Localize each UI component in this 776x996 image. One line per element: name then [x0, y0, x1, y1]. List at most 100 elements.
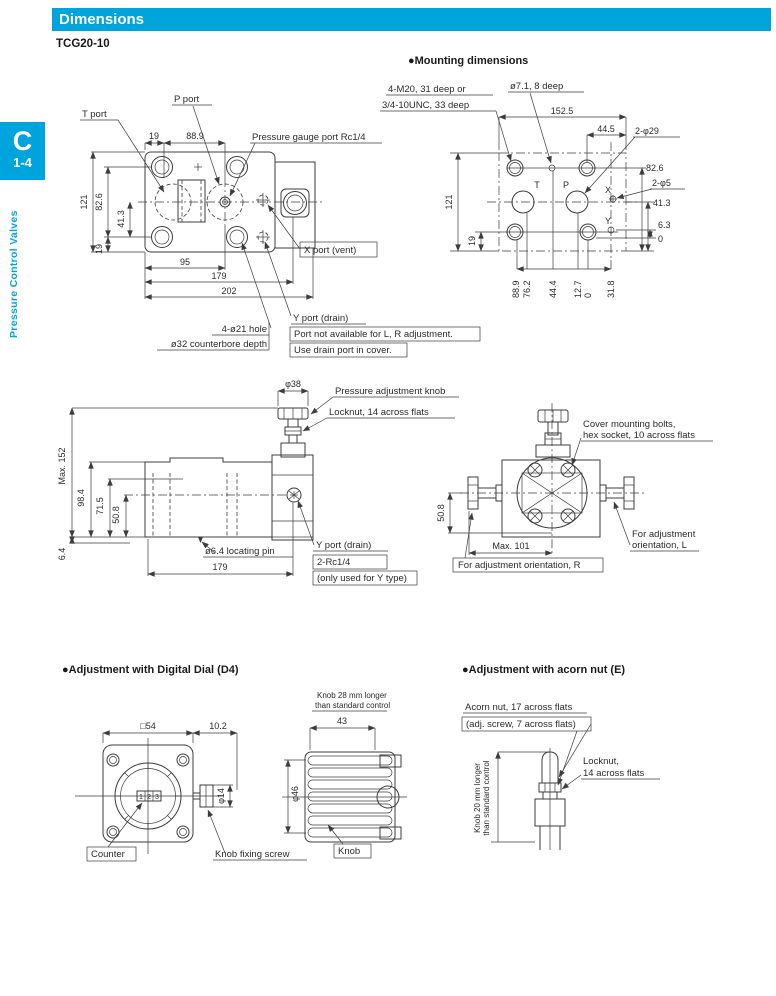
- knob-note2: than standard control: [315, 701, 390, 710]
- mount-dimensions: 152.5 44.5 2-φ29 82.6 2-φ5 41.3 6.3 0: [444, 106, 685, 298]
- plan-dimensions: 19 88.9 121 82.6 41.3 19 95 179 202: [79, 131, 314, 300]
- end-view-drawing: 50.8 Max. 101 Cover mounting bolts, hex …: [436, 403, 713, 573]
- port-p-letter: P: [563, 180, 569, 190]
- plan-outline: [138, 151, 322, 253]
- y-note1-label: Port not available for L, R adjustment.: [294, 329, 453, 340]
- dim-121: 121: [79, 194, 89, 209]
- bolt-thread-label1: 4-M20, 31 deep or: [388, 84, 466, 95]
- category-vertical-label: Pressure Control Valves: [8, 210, 20, 338]
- adjustment-knob-label: Pressure adjustment knob: [335, 386, 445, 397]
- t-port-label: T port: [82, 109, 107, 120]
- acorn-locknut-label1: Locknut,: [583, 756, 619, 767]
- acorn-dimensions: Knob 20 mm longer than standard control: [473, 751, 550, 843]
- mount-outline: T P X Y: [487, 142, 638, 260]
- dial-view-drawing: 1 2 3 □54 10.2 φ14 Counter Knob fixing s…: [75, 721, 307, 862]
- dial-labels: Counter Knob fixing screw: [86, 802, 307, 862]
- dial-outline: 1 2 3: [75, 738, 223, 854]
- plan-view-drawing: 19 88.9 121 82.6 41.3 19 95 179 202 T po…: [79, 94, 481, 358]
- mounting-heading: ●Mounting dimensions: [408, 55, 529, 67]
- dim-71-5: 71.5: [95, 497, 105, 515]
- dim-19-bottom: 19: [94, 244, 104, 254]
- counter-digit-2: 2: [147, 794, 151, 801]
- cover-bolts-label2: hex socket, 10 across flats: [583, 430, 695, 441]
- dim-max152: Max. 152: [57, 447, 67, 484]
- y-port-side-label: Y port (drain): [316, 540, 371, 551]
- side-labels: Pressure adjustment knob Locknut, 14 acr…: [201, 386, 459, 586]
- acorn-view-drawing: Knob 20 mm longer than standard control …: [461, 702, 660, 850]
- dim-0-b: 0: [583, 293, 593, 298]
- dim-121-m: 121: [444, 194, 454, 209]
- counter-digit-1: 1: [139, 794, 143, 801]
- port-y-letter: Y: [605, 216, 611, 226]
- dim-d14: φ14: [216, 788, 226, 804]
- end-dimensions: 50.8 Max. 101: [436, 492, 553, 556]
- side-outline: [70, 407, 314, 544]
- acorn-outline: [534, 748, 566, 850]
- dim-82-6: 82.6: [94, 193, 104, 211]
- dim-19-m: 19: [467, 236, 477, 246]
- dim-12-7-b: 12.7: [573, 280, 583, 298]
- acorn-nut-label: Acorn nut, 17 across flats: [465, 702, 572, 713]
- gauge-port-label: Pressure gauge port Rc1/4: [252, 132, 366, 143]
- counter-digit-3: 3: [155, 794, 159, 801]
- orient-r-label: For adjustment orientation, R: [458, 560, 581, 571]
- x-port-label: X port (vent): [304, 245, 356, 256]
- dim-19-top: 19: [149, 131, 159, 141]
- knob-fixing-screw-label: Knob fixing screw: [215, 849, 290, 860]
- dim-31-8-b: 31.8: [606, 280, 616, 298]
- dim-88-9: 88.9: [186, 131, 204, 141]
- rc-label: 2-Rc1/4: [317, 557, 350, 568]
- y-type-note-label: (only used for Y type): [317, 573, 407, 584]
- locating-pin-label: ø6.4 locating pin: [205, 546, 275, 557]
- side-view-drawing: φ38 Max. 152 98.4 71.5 50.8 6.4 179 Pres…: [57, 379, 459, 586]
- adj-screw-label: (adj. screw, 7 across flats): [466, 719, 576, 730]
- dim-2-d5: 2-φ5: [652, 178, 671, 188]
- dim-76-2-b: 76.2: [522, 280, 532, 298]
- dim-44-4-b: 44.4: [548, 280, 558, 298]
- dim-6-3: 6.3: [658, 220, 671, 230]
- dim-152-5: 152.5: [551, 106, 574, 116]
- section-header-bar: Dimensions: [52, 8, 771, 31]
- dim-max101: Max. 101: [492, 541, 529, 551]
- bolt-thread-label2: 3/4-10UNC, 33 deep: [382, 100, 469, 111]
- dim-41-3: 41.3: [116, 210, 126, 228]
- dim-44-5: 44.5: [597, 124, 615, 134]
- dim-d46: φ46: [290, 786, 300, 802]
- hole-label: 4-ø21 hole: [222, 324, 267, 335]
- knob-label: Knob: [338, 846, 360, 857]
- knob-outline: [282, 751, 407, 843]
- knob-view-drawing: Knob 28 mm longer than standard control …: [282, 691, 407, 859]
- knob-note1: Knob 28 mm longer: [317, 691, 387, 700]
- p-port-label: P port: [174, 94, 200, 105]
- dim-d38: φ38: [285, 379, 301, 389]
- dim-sq54: □54: [140, 721, 155, 731]
- dim-50-8-end: 50.8: [436, 504, 446, 522]
- y-note2-label: Use drain port in cover.: [294, 345, 392, 356]
- dim-2-d29: 2-φ29: [635, 126, 659, 136]
- acorn-note1: Knob 20 mm longer: [473, 763, 482, 833]
- sidebar-tab: C 1-4: [0, 122, 45, 180]
- acorn-heading: ●Adjustment with acorn nut (E): [462, 664, 626, 676]
- dim-179: 179: [211, 271, 226, 281]
- orient-l-label1: For adjustment: [632, 529, 696, 540]
- cover-bolts-label1: Cover mounting bolts,: [583, 419, 675, 430]
- orient-l-label2: orientation, L: [632, 540, 687, 551]
- knob-dimensions: Knob 28 mm longer than standard control …: [284, 691, 390, 834]
- dim-95: 95: [180, 257, 190, 267]
- acorn-locknut-label2: 14 across flats: [583, 768, 644, 779]
- digital-dial-heading: ●Adjustment with Digital Dial (D4): [62, 664, 239, 676]
- model-number: TCG20-10: [56, 38, 110, 50]
- dim-82-6-m: 82.6: [646, 163, 664, 173]
- dim-50-8: 50.8: [111, 506, 121, 524]
- tab-number: 1-4: [13, 155, 32, 170]
- end-labels: Cover mounting bolts, hex socket, 10 acr…: [452, 419, 713, 573]
- mounting-view-drawing: T P X Y 152.5 44.5 2-φ29 82.6 2-φ5: [380, 81, 685, 298]
- side-dimensions: φ38 Max. 152 98.4 71.5 50.8 6.4 179: [57, 379, 309, 577]
- acorn-note2: than standard control: [482, 760, 491, 835]
- port-x-letter: X: [605, 185, 611, 195]
- plan-labels: T port P port Pressure gauge port Rc1/4 …: [80, 94, 481, 358]
- tab-letter: C: [12, 126, 33, 156]
- locknut-label: Locknut, 14 across flats: [329, 407, 429, 418]
- dim-202: 202: [221, 286, 236, 296]
